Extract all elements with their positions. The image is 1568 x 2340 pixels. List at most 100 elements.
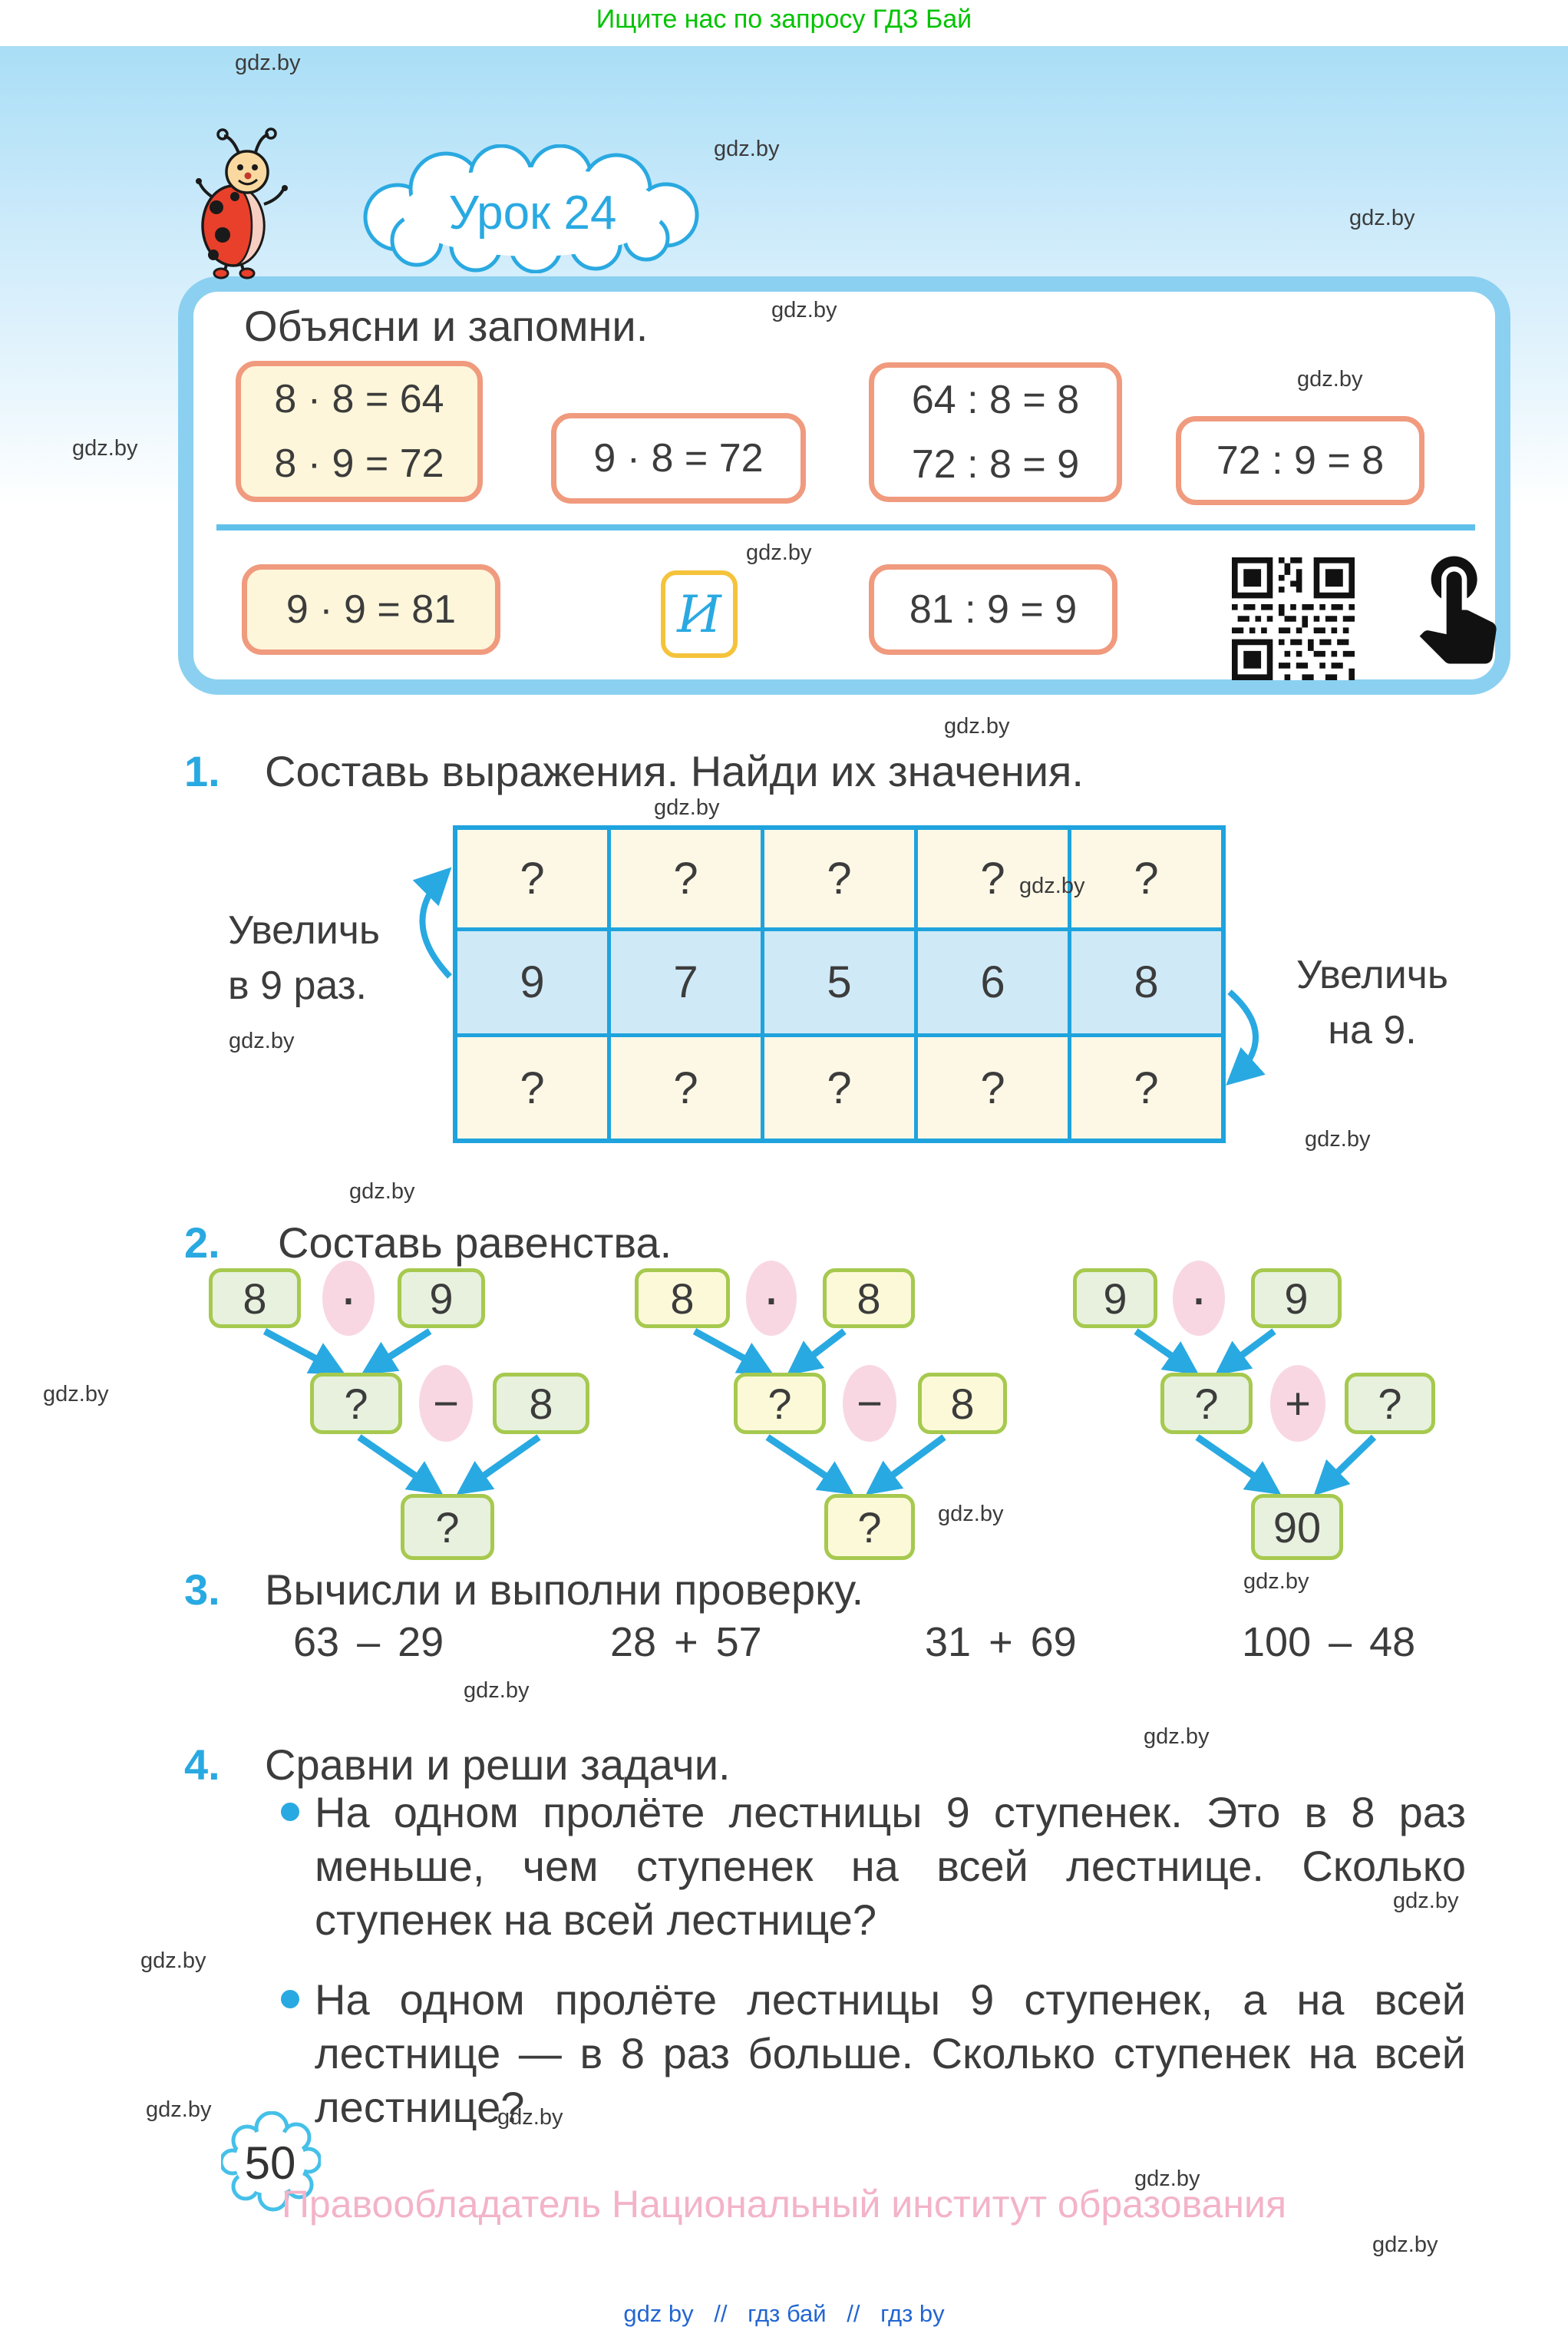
task-text: На одном пролёте лестницы 9 ступенек, а …: [315, 1975, 1466, 2131]
watermark: gdz.by: [497, 2105, 563, 2130]
watermark: gdz.by: [464, 1678, 530, 1703]
table-cell: 6: [918, 931, 1068, 1033]
page-number: 50: [245, 2137, 296, 2189]
diagram-node: 90: [1251, 1494, 1343, 1560]
tap-hand-icon[interactable]: [1395, 531, 1518, 673]
diagram-operator: +: [1270, 1365, 1325, 1442]
letter-i-icon: И: [661, 570, 738, 658]
task-text: На одном пролёте лестницы 9 ступенек. Эт…: [315, 1788, 1466, 1944]
exercise-3-number: 3.: [184, 1565, 220, 1614]
watermark: gdz.by: [771, 298, 837, 322]
diagram-node: ?: [824, 1494, 915, 1560]
ex1-left-label: Увеличь в 9 раз.: [228, 908, 380, 1008]
watermark: gdz.by: [72, 436, 138, 461]
watermark: gdz.by: [1393, 1889, 1459, 1913]
table-cell: ?: [457, 830, 607, 927]
lesson-cloud: Урок 24: [363, 144, 699, 273]
diagram-node: ?: [1160, 1373, 1253, 1434]
ex2-arrows: [262, 1328, 1377, 1496]
diagram-node: 8: [209, 1268, 301, 1328]
watermark: gdz.by: [1297, 367, 1363, 392]
exercise-2-number: 2.: [184, 1218, 220, 1267]
expression: 100 – 48: [1242, 1619, 1416, 1665]
diagram-operator: ·: [1173, 1261, 1225, 1336]
table-cell: ?: [611, 830, 761, 927]
equation-box-9x9: 9 · 9 = 81: [242, 564, 500, 655]
diagram-operator: ·: [746, 1261, 797, 1336]
watermark: gdz.by: [235, 51, 301, 75]
ex1-table: ? ? ? ? ? 9 7 5 6 8 ? ? ? ? ?: [453, 825, 1226, 1143]
watermark: gdz.by: [1305, 1127, 1371, 1152]
equation: 81 : 9 = 9: [909, 587, 1078, 632]
table-cell: 5: [764, 931, 914, 1033]
diagram-operator: ·: [322, 1261, 375, 1336]
table-cell: ?: [611, 1037, 761, 1139]
equation: 64 : 8 = 8: [911, 378, 1080, 422]
footer-link[interactable]: гдз by: [880, 2300, 945, 2327]
watermark: gdz.by: [43, 1382, 109, 1406]
table-cell: ?: [918, 1037, 1068, 1139]
diagram-node: ?: [734, 1373, 826, 1434]
watermark: gdz.by: [229, 1029, 295, 1053]
exercise-1-number: 1.: [184, 747, 220, 795]
diagram-operator: −: [843, 1365, 896, 1442]
equation: 8 · 9 = 72: [274, 441, 444, 486]
exercise-4-number: 4.: [184, 1740, 220, 1789]
footer-link[interactable]: gdz by: [623, 2300, 694, 2327]
watermark: gdz.by: [714, 137, 780, 161]
exercise-2-title: Составь равенства.: [278, 1218, 672, 1267]
equation-box-9x8: 9 · 8 = 72: [551, 413, 806, 504]
watermark: gdz.by: [944, 714, 1010, 739]
bullet-marker: [281, 1803, 299, 1821]
footer-separator: //: [847, 2300, 860, 2327]
expression: 63 – 29: [293, 1619, 444, 1665]
diagram-node: 9: [398, 1268, 485, 1328]
watermark: gdz.by: [1243, 1569, 1309, 1594]
diagram-node: 8: [823, 1268, 915, 1328]
copyright-line: Правообладатель Национальный институт об…: [281, 2183, 1287, 2226]
equation: 72 : 8 = 9: [911, 442, 1080, 487]
equation: 9 · 9 = 81: [286, 587, 457, 632]
ex1-right-label: Увеличь на 9.: [1296, 953, 1448, 1053]
bullet-marker: [281, 1990, 299, 2008]
diagram-node: 9: [1251, 1268, 1342, 1328]
memo-title: Объясни и запомни.: [244, 302, 649, 350]
watermark: gdz.by: [146, 2097, 212, 2122]
qr-code[interactable]: [1228, 557, 1358, 680]
equation-box-81-9: 81 : 9 = 9: [869, 564, 1117, 655]
diagram-node: ?: [310, 1373, 402, 1434]
table-cell: ?: [457, 1037, 607, 1139]
ladybug-mascot-icon: [196, 127, 288, 279]
memo-divider: [216, 524, 1475, 530]
equation: 8 · 8 = 64: [274, 377, 444, 421]
table-cell: ?: [764, 830, 914, 927]
watermark: gdz.by: [938, 1502, 1004, 1526]
table-cell: ?: [918, 830, 1068, 927]
diagram-node: 8: [918, 1373, 1007, 1434]
watermark: gdz.by: [1019, 874, 1085, 898]
lesson-title: Урок 24: [449, 187, 617, 240]
footer-link[interactable]: гдз бай: [748, 2300, 827, 2327]
diagram-node: ?: [1345, 1373, 1435, 1434]
equation: 72 : 9 = 8: [1216, 438, 1385, 483]
table-cell: 8: [1071, 931, 1221, 1033]
equation-box-72-9: 72 : 9 = 8: [1176, 416, 1424, 505]
table-cell: ?: [1071, 1037, 1221, 1139]
watermark: gdz.by: [746, 540, 812, 565]
watermark: gdz.by: [140, 1948, 206, 1973]
diagram-node: 8: [493, 1373, 589, 1434]
diagram-node: 8: [635, 1268, 730, 1328]
watermark: gdz.by: [1372, 2233, 1438, 2257]
table-cell: ?: [764, 1037, 914, 1139]
footer-links: gdz by // гдз бай // гдз by: [0, 2300, 1568, 2328]
page-number-badge: 50: [221, 2111, 321, 2212]
exercise-4-title: Сравни и реши задачи.: [265, 1740, 731, 1789]
watermark: gdz.by: [654, 795, 720, 820]
exercise-1-title: Составь выражения. Найди их значения.: [265, 747, 1084, 795]
equation-box-8x8: 8 · 8 = 64 8 · 9 = 72: [236, 361, 483, 502]
table-cell: 7: [611, 931, 761, 1033]
watermark: gdz.by: [349, 1179, 415, 1204]
watermark: gdz.by: [1134, 2166, 1200, 2191]
top-banner: Ищите нас по запросу ГДЗ Бай: [596, 5, 972, 34]
exercise-3-title: Вычисли и выполни проверку.: [265, 1565, 864, 1614]
